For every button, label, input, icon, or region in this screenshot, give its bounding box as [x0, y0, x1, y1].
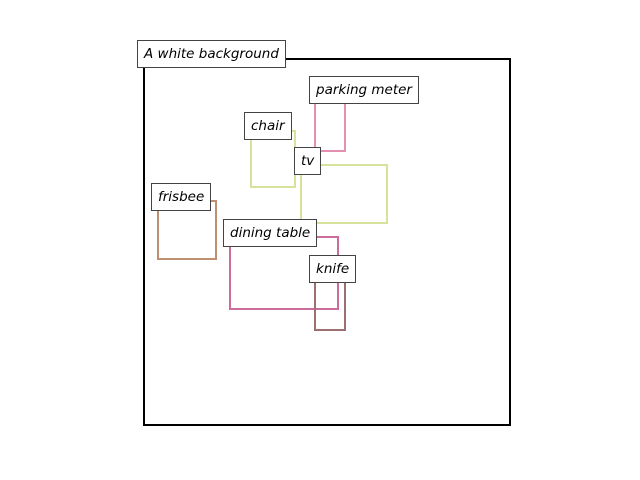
- label-chair: chair: [244, 112, 292, 140]
- label-tv: tv: [294, 147, 322, 175]
- label-dining-table: dining table: [223, 219, 318, 247]
- label-knife: knife: [309, 255, 357, 283]
- scene-frame: [143, 58, 511, 426]
- bbox-tv: [300, 164, 388, 224]
- caption-label: A white background: [137, 40, 286, 68]
- label-frisbee: frisbee: [151, 183, 212, 211]
- label-parking-meter: parking meter: [309, 76, 419, 104]
